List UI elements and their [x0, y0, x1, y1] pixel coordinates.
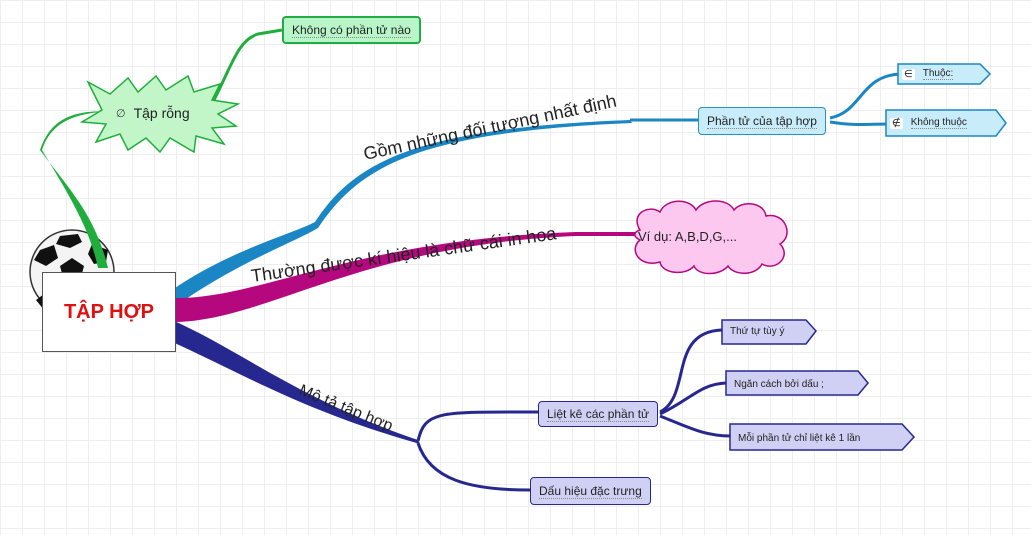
connector-list-2	[659, 381, 727, 416]
empty-set-icon: ∅	[116, 107, 126, 120]
connector-not-belong	[829, 120, 889, 126]
example-label-wrap: Ví dụ: A,B,D,G,...	[638, 226, 737, 246]
list-node[interactable]: Liệt kê các phần tử	[538, 401, 659, 427]
central-node[interactable]: TẬP HỢP	[42, 272, 176, 352]
list-child-1-shape[interactable]	[721, 319, 817, 345]
list-child-2: Ngăn cách bởi dấu ;	[734, 378, 824, 390]
property-label: Dấu hiệu đặc trưng	[539, 483, 642, 499]
list-child-3: Mỗi phần tử chỉ liệt kê 1 lần	[738, 431, 860, 444]
belong-node-shape[interactable]	[897, 63, 992, 85]
not-belong-node: ∉ Không thuộc	[890, 110, 967, 136]
branch-elements-text: Gồm những đối tượng nhất định	[362, 91, 619, 164]
connector-list-3	[659, 414, 731, 438]
elements-node[interactable]: Phần tử của tập hợp	[698, 107, 826, 135]
not-belong-icon: ∉	[890, 117, 903, 129]
list-label: Liệt kê các phần tử	[547, 406, 650, 422]
connector-property	[416, 442, 531, 492]
elements-label: Phần tử của tập hợp	[707, 113, 817, 129]
empty-set-label: Tập rỗng	[133, 105, 190, 121]
example-cloud[interactable]	[634, 200, 788, 275]
belong-node: ∈ Thuộc:	[902, 64, 954, 84]
central-title: TẬP HỢP	[63, 300, 155, 323]
list-child-2-shape[interactable]	[725, 370, 869, 396]
branch-describe	[168, 320, 420, 444]
connector-list-1	[659, 328, 723, 414]
list-child-1: Thứ tự tùy ý	[730, 326, 785, 337]
empty-set-child-label: Không có phần tử nào	[292, 22, 411, 38]
list-child-3-shape[interactable]	[729, 423, 916, 451]
property-node[interactable]: Dấu hiệu đặc trưng	[530, 477, 651, 505]
tap-rong-starburst[interactable]	[79, 74, 241, 154]
branch-notation	[172, 232, 637, 322]
branch-describe-text: Mô tả tập hợp	[297, 382, 396, 435]
example-label: Ví dụ: A,B,D,G,...	[638, 228, 737, 244]
connector-empty-child	[212, 28, 283, 101]
not-belong-label: Không thuộc	[910, 117, 967, 129]
belong-label: Thuộc:	[922, 68, 954, 80]
empty-set-child-node[interactable]: Không có phần tử nào	[282, 16, 421, 44]
branch-elements	[172, 120, 632, 306]
belong-icon: ∈	[902, 68, 915, 80]
empty-set-node: ∅ Tập rỗng	[116, 102, 190, 124]
not-belong-node-shape[interactable]	[885, 109, 1007, 137]
connector-list	[416, 410, 541, 442]
connector-belong	[829, 72, 901, 120]
